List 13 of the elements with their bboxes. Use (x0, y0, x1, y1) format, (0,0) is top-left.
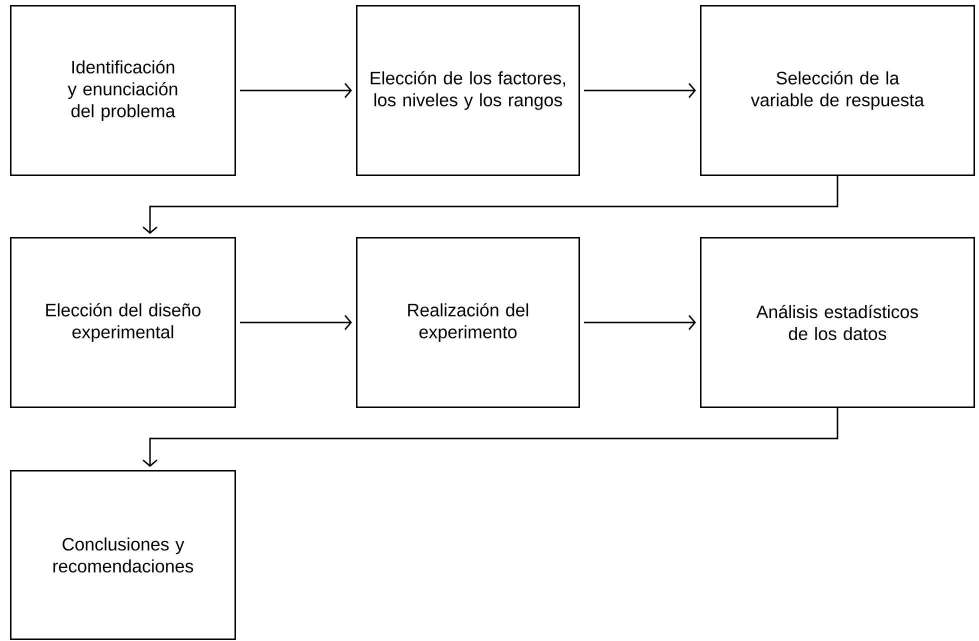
arrow (584, 315, 696, 330)
process-box: Elección de los factores, los niveles y los rangos (356, 5, 580, 176)
arrow (240, 315, 352, 330)
process-box: Realización del experimento (356, 237, 580, 408)
process-box: Identificación y enunciación del problema (10, 5, 236, 176)
arrow (240, 83, 352, 98)
process-box: Elección del diseño experimental (10, 237, 236, 408)
process-box: Análisis estadísticos de los datos (700, 237, 975, 408)
process-box: Conclusiones y recomendaciones (10, 470, 236, 640)
process-box: Selección de la variable de respuesta (700, 5, 975, 176)
arrow (142, 176, 838, 234)
arrow (142, 408, 838, 467)
arrow (584, 83, 696, 98)
